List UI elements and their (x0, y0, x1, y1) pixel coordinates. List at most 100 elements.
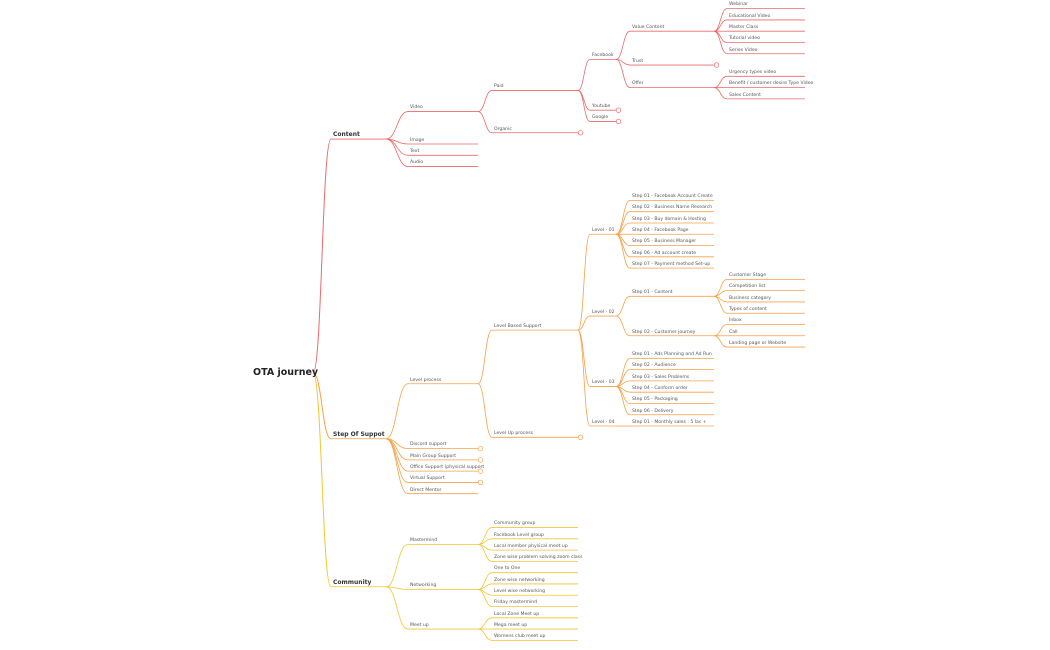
topic-local-zone-meet-up[interactable]: Local Zone Meet up (494, 611, 540, 617)
link-step-of-suppot (312, 372, 332, 440)
collapse-circle-icon[interactable] (477, 479, 484, 486)
link-webinar (713, 8, 728, 32)
topic-video[interactable]: Video (410, 105, 423, 111)
link-main-group-support (385, 438, 409, 461)
topic-step-01-monthly-sales-5-lac[interactable]: Step 01 - Monthly sales : 5 lac + (632, 419, 707, 425)
topic-audio[interactable]: Audio (410, 160, 424, 166)
collapse-circle-icon[interactable] (577, 434, 584, 440)
topic-inbox[interactable]: Inbox (729, 318, 742, 324)
link-local-zone-meet-up (477, 617, 493, 630)
topic-offer[interactable]: Offer (632, 81, 644, 87)
link-step-01-ads-planning-and-ad-run (615, 357, 631, 387)
topic-direct-mentor[interactable]: Direct Mentor (410, 487, 442, 493)
topic-trust[interactable]: Trust (632, 58, 644, 64)
topic-level-wise-networking[interactable]: Level wise networking (494, 589, 546, 595)
topic-meet-up[interactable]: Meet up (410, 622, 429, 628)
topic-one-to-one[interactable]: One to One (494, 566, 521, 572)
topic-local-member-physical-meet-up[interactable]: Local member physical meet up (494, 543, 568, 549)
topic-level-01[interactable]: Level - 01 (592, 228, 615, 234)
link-zone-wise-problem-solving-zoom-class (477, 544, 493, 562)
collapse-circle-icon[interactable] (713, 62, 720, 68)
topic-mega-meet-up[interactable]: Mega meet up (494, 622, 528, 628)
topic-tutorial-video[interactable]: Tutorial video (729, 36, 760, 42)
topic-networking[interactable]: Networking (410, 583, 437, 589)
topic-landing-page-or-website[interactable]: Landing page or Website (729, 340, 787, 346)
topic-paid[interactable]: Paid (494, 84, 504, 90)
topic-sales-content[interactable]: Sales Content (729, 92, 761, 98)
topic-level-04[interactable]: Level - 04 (592, 419, 615, 425)
topic-step-05-packaging[interactable]: Step 05 - Packaging (632, 397, 678, 403)
topic-step-02-business-name-research[interactable]: Step 02 - Business Name Research (632, 205, 713, 211)
link-series-video (713, 30, 728, 55)
topic-level-02[interactable]: Level - 02 (592, 309, 615, 315)
link-tutorial-video (713, 30, 728, 43)
topic-step-02-customer-journey[interactable]: Step 02 - Customer journey (632, 329, 696, 335)
topic-customer-stage[interactable]: Customer Stage (729, 273, 767, 279)
topic-mastermind[interactable]: Mastermind (410, 538, 438, 544)
topic-types-of-content[interactable]: Types of content (729, 307, 767, 313)
topic-benefit-customer-desire-type-video[interactable]: Benefit / customer desire Type Video (729, 81, 814, 87)
topic-google[interactable]: Google (592, 115, 609, 121)
topic-youtube[interactable]: Youtube (592, 103, 611, 109)
root-topic[interactable]: OTA journey (253, 367, 319, 378)
topic-step-01-ads-planning-and-ad-run[interactable]: Step 01 - Ads Planning and Ad Run (632, 352, 712, 358)
link-level-up-process (477, 383, 493, 438)
topic-step-01-content[interactable]: Step 01 - Content (632, 290, 673, 296)
topic-discord-support[interactable]: Discord support (410, 442, 447, 448)
topic-office-support-physical-support[interactable]: Office Support (physical support (410, 464, 485, 470)
topic-webinar[interactable]: Webinar (729, 2, 748, 8)
topic-level-based-support[interactable]: Level Based Support (494, 323, 542, 329)
topic-organic[interactable]: Organic (494, 126, 512, 132)
topic-facebook[interactable]: Facebook (592, 53, 614, 59)
topic-call[interactable]: Call (729, 329, 738, 335)
topic-value-content[interactable]: Value Content (632, 25, 665, 30)
topic-step-of-suppot[interactable]: Step Of Suppot (333, 430, 385, 438)
topic-step-06-ad-account-create[interactable]: Step 06 - Ad account create (632, 250, 697, 256)
topic-main-group-support[interactable]: Main Group Support (410, 453, 457, 459)
topic-image[interactable]: Image (410, 137, 425, 143)
topic-step-02-audience[interactable]: Step 02 - Audience (632, 363, 676, 369)
topic-series-video[interactable]: Series Video (729, 47, 758, 53)
topic-step-01-facebook-account-create[interactable]: Step 01 - Facebook Account Create (632, 194, 713, 200)
topic-step-07-payment-method-set-up[interactable]: Step 07 - Payment method Set-up (632, 261, 711, 267)
link-virtual-support (385, 438, 409, 483)
collapse-circle-icon[interactable] (477, 457, 484, 463)
collapse-circle-icon[interactable] (615, 118, 622, 125)
topic-zone-wise-problem-solving-zoom-class[interactable]: Zone wise problem solving zoom class (494, 555, 583, 561)
link-level-01 (577, 233, 591, 331)
topic-level-03[interactable]: Level - 03 (592, 380, 615, 386)
topic-zone-wise-networking[interactable]: Zone wise networking (494, 577, 545, 583)
link-types-of-content (713, 295, 728, 314)
topic-virtual-support[interactable]: Virtual Support (410, 476, 445, 482)
topic-facebook-level-group[interactable]: Facebook Level group (494, 532, 544, 538)
link-meet-up (385, 586, 409, 630)
topic-step-06-delivery[interactable]: Step 06 - Delivery (632, 408, 674, 414)
topic-step-03-buy-domain-hosting[interactable]: Step 03 - Buy domain & Hosting (632, 216, 706, 222)
topic-friday-mastermind[interactable]: Friday mastermind (494, 600, 538, 606)
topic-competition-list[interactable]: Competition list (729, 284, 766, 290)
collapse-circle-icon[interactable] (615, 107, 622, 113)
topic-step-05-business-manager[interactable]: Step 05 - Business Manager (632, 239, 697, 245)
topic-master-class[interactable]: Master Class (729, 25, 759, 30)
topic-level-process[interactable]: Level process (410, 377, 442, 383)
topic-community-group[interactable]: Community group (494, 521, 536, 527)
topic-urgency-types-video[interactable]: Urgency types video (729, 70, 777, 76)
link-direct-mentor (385, 438, 409, 495)
topic-step-03-sales-problems[interactable]: Step 03 - Sales Problems (632, 374, 690, 380)
link-step-02-customer-journey (615, 315, 631, 337)
topic-educational-video[interactable]: Educational Video (729, 13, 771, 19)
topic-womens-club-meet-up[interactable]: Womens club meet up (494, 634, 546, 640)
collapse-circle-icon[interactable] (477, 445, 484, 452)
collapse-circle-icon[interactable] (477, 468, 484, 474)
collapse-circle-icon[interactable] (577, 130, 584, 136)
topic-step-04-facebook-page[interactable]: Step 04 - Facebook Page (632, 228, 689, 234)
link-offer (615, 59, 631, 89)
topic-step-04-conform-order[interactable]: Step 04 - Conform order (632, 385, 688, 391)
topic-level-up-process[interactable]: Level Up process (494, 431, 533, 437)
topic-business-category[interactable]: Business category (729, 295, 772, 301)
topic-content[interactable]: Content (333, 131, 360, 139)
topic-text[interactable]: Text (410, 149, 420, 155)
link-inbox (713, 324, 728, 337)
topic-community[interactable]: Community (333, 578, 372, 586)
